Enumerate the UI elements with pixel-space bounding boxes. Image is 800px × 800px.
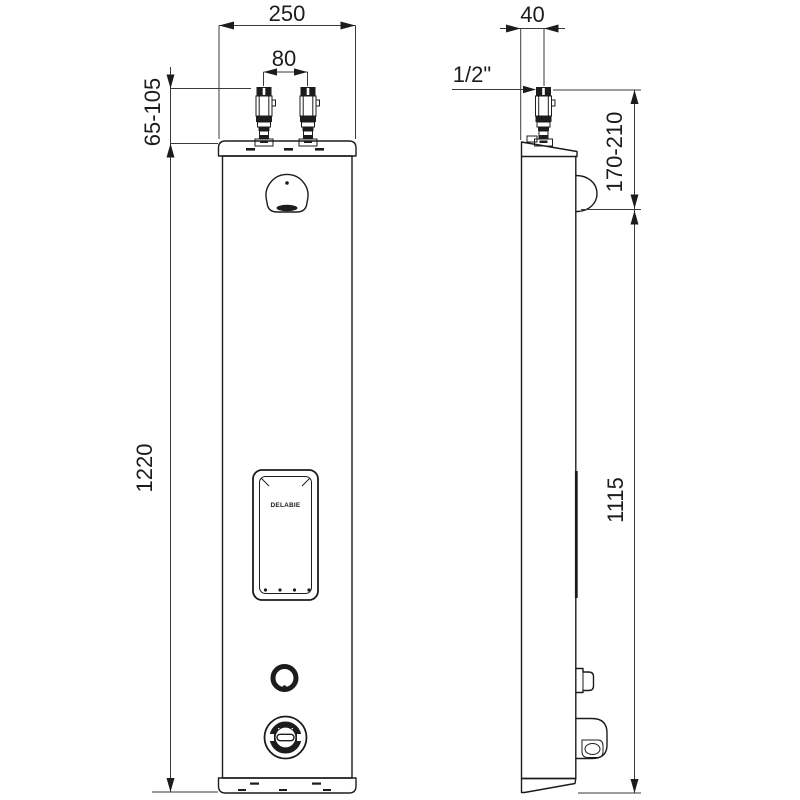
base-slot <box>250 782 259 785</box>
side-panel-base <box>520 777 577 794</box>
push-button-side <box>575 667 595 694</box>
base-slot <box>323 789 331 791</box>
dim-overall-height: 1220 <box>132 444 218 793</box>
dim-label-inlet-spacing: 80 <box>272 46 296 71</box>
shower-head-pivot-dot <box>285 181 289 185</box>
corner-hatch <box>301 477 311 487</box>
panel-dot <box>307 588 311 592</box>
front-view: DELABIE <box>217 86 357 794</box>
front-panel-base <box>217 777 357 794</box>
shower-head-side <box>575 174 598 213</box>
panel-dot <box>263 588 268 592</box>
dim-overall-width: 250 <box>218 1 356 139</box>
temperature-knob-side <box>575 717 608 760</box>
brand-logo: DELABIE <box>271 502 301 509</box>
dim-inlet-height-range: 65-105 <box>140 67 251 792</box>
side-view <box>520 86 608 794</box>
inlet-valve-right <box>298 86 320 147</box>
top-cap-slot <box>284 148 293 151</box>
front-panel-body <box>221 155 353 779</box>
base-slot <box>312 782 321 785</box>
top-cap-slot <box>315 148 324 151</box>
dim-label-wall-to-inlet: 40 <box>520 2 544 27</box>
base-slot <box>238 789 246 791</box>
dim-inlet-connection: 1/2" <box>452 62 536 94</box>
dim-label-inlet-connection: 1/2" <box>453 62 491 87</box>
dim-label-head-to-base: 1115 <box>603 477 628 523</box>
dim-label-inlet-height-range: 65-105 <box>140 78 165 147</box>
knob-slot <box>276 733 295 742</box>
inlet-valve-left <box>254 86 276 147</box>
side-panel-body <box>520 155 577 780</box>
front-panel-top-cap <box>217 140 357 157</box>
dim-inlet-spacing: 80 <box>263 46 308 86</box>
base-slot <box>279 789 287 791</box>
dim-label-overall-width: 250 <box>269 1 306 26</box>
panel-dot <box>278 588 282 592</box>
shower-spray-outlet <box>276 204 298 212</box>
dim-wall-to-inlet: 40 <box>500 2 565 140</box>
panel-dot <box>292 588 297 592</box>
control-panel-recess: DELABIE <box>252 469 319 601</box>
dim-label-inlet-to-head-range: 170-210 <box>602 112 627 193</box>
side-panel-top-cap <box>520 141 578 158</box>
dim-inlet-to-head-range: 170-210 <box>553 89 641 793</box>
dim-label-overall-height: 1220 <box>132 444 157 493</box>
temperature-knob-front <box>263 715 308 760</box>
corner-hatch <box>260 477 270 487</box>
inlet-valve-side <box>534 86 556 147</box>
dim-head-to-base: 1115 <box>578 210 641 794</box>
shower-head-front <box>265 173 309 213</box>
top-cap-slot <box>246 148 255 151</box>
push-button-front <box>270 664 299 692</box>
